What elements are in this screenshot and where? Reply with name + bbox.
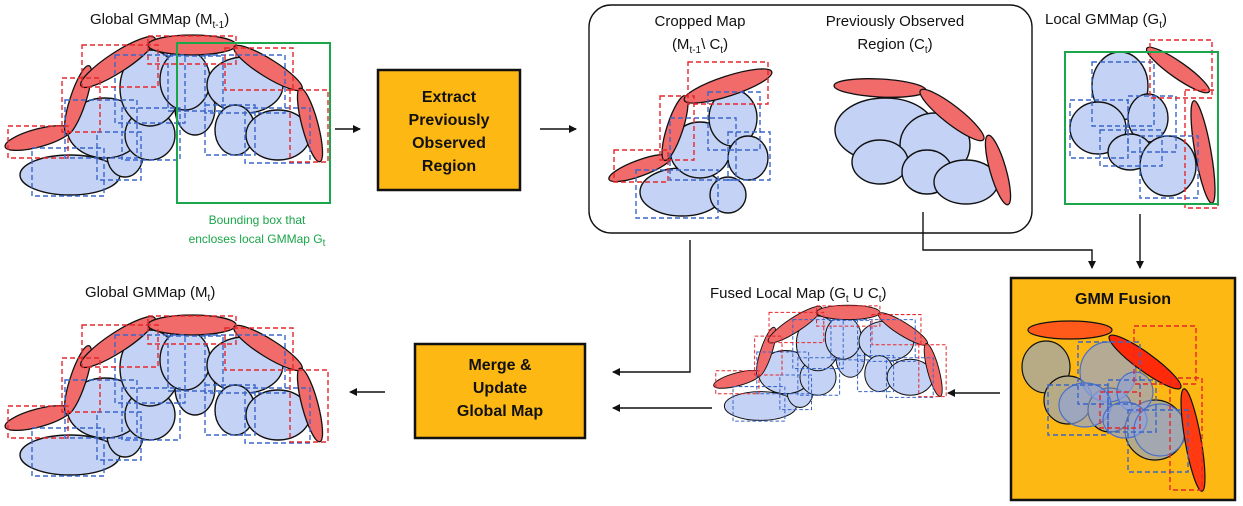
bounding-box-note-line2: encloses local GMMap Gt <box>189 232 326 249</box>
arrow-prev-region-to-fusion <box>922 212 1096 269</box>
local-map-title: Local GMMap (Gt) <box>1045 11 1167 31</box>
local-bounding-box <box>176 42 331 204</box>
extract-label-line3: Observed <box>412 135 486 152</box>
local-map-ellipses <box>1069 39 1221 209</box>
extract-region-box <box>376 68 522 192</box>
global-map-previous: Global GMMap (Mt-1) <box>2 11 331 204</box>
global-map-updated-title: Global GMMap (Mt) <box>85 284 215 304</box>
global-map-updated: Global GMMap (Mt) <box>2 284 329 477</box>
merge-label-line2: Update <box>473 380 527 397</box>
previously-observed-region: Previously Observed Region (Ct) <box>826 13 1012 206</box>
global-map-previous-ellipses <box>2 28 329 197</box>
extraction-output-container <box>588 4 1033 234</box>
fused-local-map-title: Fused Local Map (Gt U Ct) <box>710 285 886 305</box>
cropped-map-title-line1: Cropped Map <box>655 13 746 30</box>
fused-local-map: Fused Local Map (Gt U Ct) <box>710 285 947 422</box>
merge-update-process: Merge & Update Global Map <box>413 342 587 440</box>
cropped-map: Cropped Map (Mt-1\ Ct) <box>608 13 773 219</box>
local-map-bounding-box <box>1064 51 1219 205</box>
extract-region-process: Extract Previously Observed Region <box>376 68 522 192</box>
extract-label-line4: Region <box>422 158 476 175</box>
gmm-fusion-title: GMM Fusion <box>1075 291 1171 308</box>
merge-label-line1: Merge & <box>468 357 532 374</box>
gmm-fusion-panel: GMM Fusion <box>1009 276 1237 502</box>
global-map-previous-title: Global GMMap (Mt-1) <box>90 11 229 31</box>
fused-local-map-ellipses <box>711 300 947 422</box>
extract-label-line1: Extract <box>422 89 477 106</box>
global-map-updated-ellipses <box>2 308 329 477</box>
cropped-map-title-line2: (Mt-1\ Ct) <box>672 36 728 56</box>
local-map: Local GMMap (Gt) <box>1045 11 1221 209</box>
merge-update-box <box>413 342 587 440</box>
bounding-box-note-line1: Bounding box that <box>209 213 306 227</box>
prev-observed-title-line1: Previously Observed <box>826 13 964 30</box>
prev-observed-title-line2: Region (Ct) <box>857 36 932 56</box>
extract-label-line2: Previously <box>409 112 490 129</box>
arrow-cropped-to-merge <box>612 240 691 376</box>
merge-label-line3: Global Map <box>457 403 543 420</box>
